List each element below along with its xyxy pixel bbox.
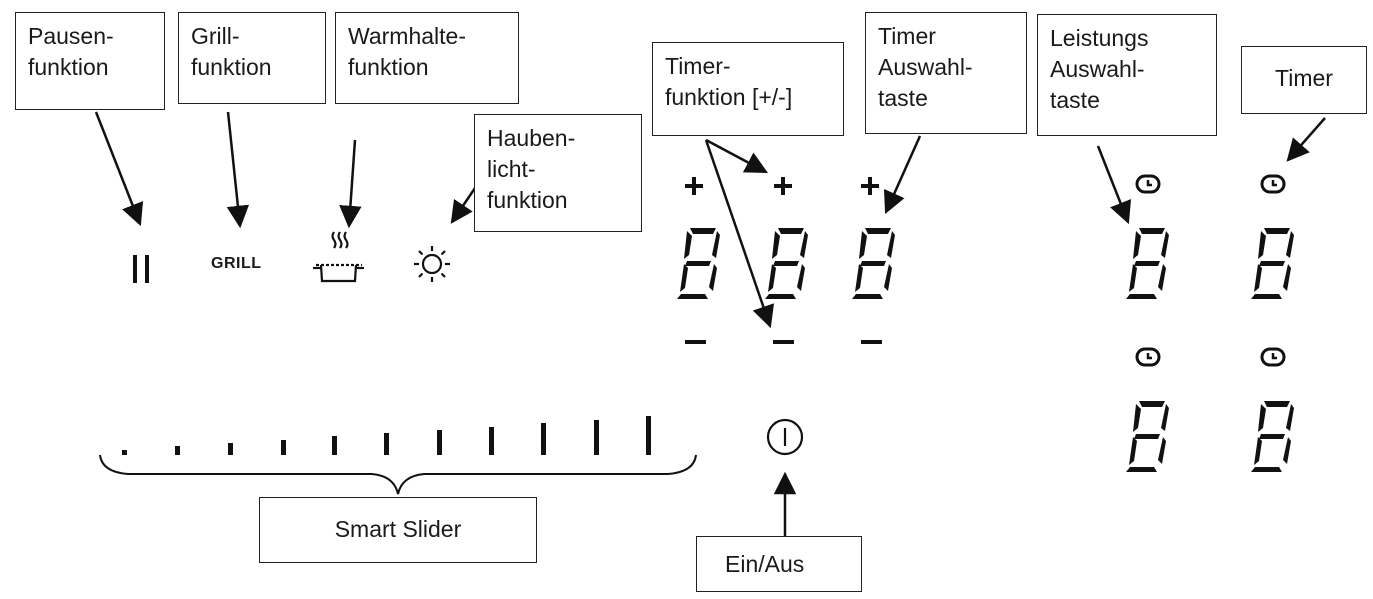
arrow-timer-plus: [705, 138, 768, 174]
minus-button-2[interactable]: [773, 340, 794, 344]
label-hood-light: Hauben- licht- funktion: [474, 114, 642, 232]
smart-slider[interactable]: [122, 416, 651, 455]
arrow-timer-select: [884, 135, 922, 215]
digit-display-5: [1251, 228, 1294, 299]
arrows: [94, 111, 1326, 536]
clock-icons[interactable]: [1135, 174, 1286, 367]
minus-button-3[interactable]: [861, 340, 882, 344]
clock-icon[interactable]: [1260, 347, 1286, 367]
arrow-hood-light: [450, 187, 477, 224]
arrow-timer: [1286, 117, 1326, 162]
slider-step[interactable]: [332, 436, 337, 455]
timer-plus-buttons[interactable]: [685, 177, 879, 195]
digit-display-1: [677, 228, 720, 299]
slider-step[interactable]: [228, 443, 233, 455]
label-timer-function: Timer- funktion [+/-]: [652, 42, 844, 136]
pot-steam-icon[interactable]: [313, 231, 364, 283]
plus-button-2[interactable]: [774, 177, 792, 195]
slider-step[interactable]: [489, 427, 494, 455]
pause-icon[interactable]: [133, 255, 149, 283]
arrow-timer-minus: [704, 139, 775, 329]
digit-display-3: [852, 228, 895, 299]
grill-button[interactable]: GRILL: [211, 255, 262, 272]
digit-display-6: [1126, 401, 1169, 472]
plus-button-1[interactable]: [685, 177, 703, 195]
slider-step[interactable]: [594, 420, 599, 455]
slider-step[interactable]: [437, 430, 442, 455]
plus-button-3[interactable]: [861, 177, 879, 195]
slider-step[interactable]: [281, 440, 286, 455]
arrow-pause: [94, 111, 144, 227]
clock-icon[interactable]: [1135, 347, 1161, 367]
slider-step[interactable]: [646, 416, 651, 455]
clock-icon[interactable]: [1135, 174, 1161, 194]
arrow-power-select: [1096, 145, 1132, 225]
label-on-off: Ein/Aus: [696, 536, 862, 592]
minus-button-1[interactable]: [685, 340, 706, 344]
arrow-warm: [339, 139, 362, 229]
label-timer: Timer: [1241, 46, 1367, 114]
slider-step[interactable]: [175, 446, 180, 455]
label-power-select: Leistungs Auswahl- taste: [1037, 14, 1217, 136]
label-grill: Grill- funktion: [178, 12, 326, 104]
light-sun-icon[interactable]: [414, 246, 450, 282]
label-timer-select: Timer Auswahl- taste: [865, 12, 1027, 134]
power-icon[interactable]: [766, 418, 804, 456]
slider-step[interactable]: [122, 450, 127, 455]
digit-display-4: [1126, 228, 1169, 299]
label-pause: Pausen- funktion: [15, 12, 165, 110]
seven-segment-digits: [677, 228, 1294, 472]
arrow-grill: [226, 111, 250, 229]
timer-minus-buttons[interactable]: [685, 340, 882, 344]
slider-step[interactable]: [541, 423, 546, 455]
label-smart-slider: Smart Slider: [259, 497, 537, 563]
label-warm: Warmhalte- funktion: [335, 12, 519, 104]
clock-icon[interactable]: [1260, 174, 1286, 194]
digit-display-2: [765, 228, 808, 299]
slider-brace: [99, 454, 697, 495]
digit-display-7: [1251, 401, 1294, 472]
slider-step[interactable]: [384, 433, 389, 455]
